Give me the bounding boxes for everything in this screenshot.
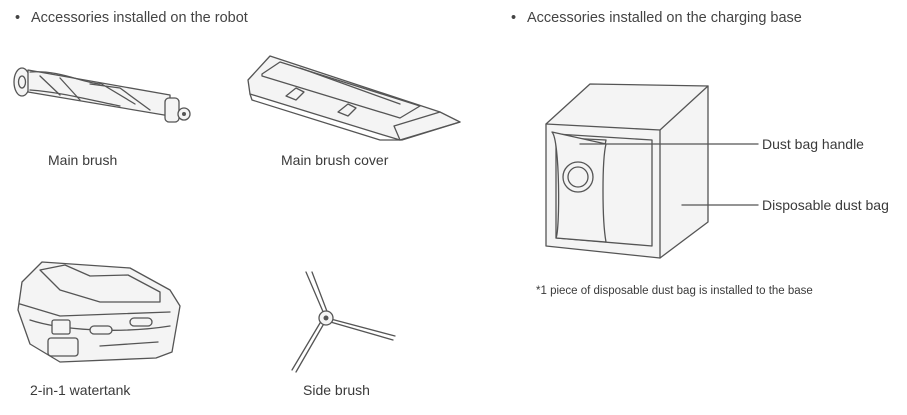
dust-bag-note: *1 piece of disposable dust bag is insta… [536, 285, 813, 297]
dust-bag-handle-label: Dust bag handle [762, 136, 864, 152]
robot-heading-text: Accessories installed on the robot [31, 10, 248, 26]
base-heading-text: Accessories installed on the charging ba… [527, 10, 802, 26]
bullet: • [15, 10, 21, 26]
base-section-heading: • Accessories installed on the charging b… [511, 10, 802, 26]
disposable-dust-bag-label: Disposable dust bag [762, 197, 889, 213]
main-brush-cover-label: Main brush cover [281, 152, 389, 168]
robot-section-heading: • Accessories installed on the robot [15, 10, 248, 26]
bullet: • [511, 10, 517, 26]
side-brush-label: Side brush [303, 382, 370, 398]
watertank-label: 2-in-1 watertank [30, 382, 131, 398]
main-brush-label: Main brush [48, 152, 118, 168]
